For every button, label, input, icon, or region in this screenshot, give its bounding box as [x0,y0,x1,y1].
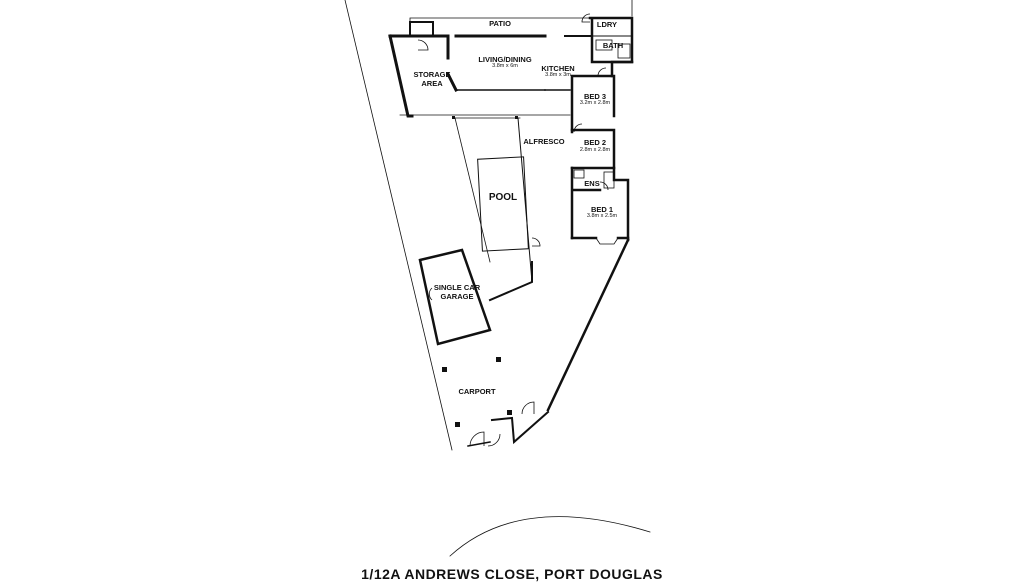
wall-living-west [445,34,459,93]
living-dining-size: 3.8m x 6m [492,63,518,69]
boundary-line-left [344,0,453,451]
door-bed3 [597,67,607,77]
bed2-label: BED 2 [583,138,607,147]
wall-ens [570,166,602,240]
alfresco-east-edge [517,117,533,283]
bed2-size: 2.8m x 2.8m [579,147,611,153]
kitchen-size: 3.8m x 3m [545,72,571,78]
wall-bed1-east [612,166,630,242]
wall-bed3 [570,74,616,134]
bed1-window-bay [595,237,619,245]
living-dining-label: LIVING/DINING [478,55,532,64]
wall-storage-north [409,21,434,37]
door-bed1 [599,181,609,191]
ens-label: ENS [584,179,600,188]
garage-wall [418,248,492,346]
kitchen-label: KITCHEN [541,64,575,73]
wall-east [610,60,634,78]
bed1-label: BED 1 [590,205,614,214]
boundary-line-bottom [449,516,651,557]
carport-post [442,367,447,372]
carport-post [455,422,460,427]
garage-label-line2: GARAGE [440,292,474,301]
storage-label-line2: AREA [421,79,443,88]
garage-link-wall [488,261,533,302]
pool-label: POOL [488,192,518,203]
door-carport-right [487,433,501,447]
bath-label: BATH [602,41,624,50]
ens-vanity [573,169,585,179]
bed1-size: 3.8m x 2.5m [586,213,618,219]
alfresco-west-edge [454,117,491,263]
laundry-tub [595,39,613,51]
bath-fixture [617,43,631,59]
door-carport-east [521,401,535,415]
ens-shower [603,171,615,189]
pool-shape [477,156,529,252]
door-garage [428,287,433,301]
east-boundary-wall [546,238,630,412]
door-ldry [581,13,591,23]
carport-front-wall [490,410,550,445]
garage-label-line1: SINGLE CAR [433,283,481,292]
alfresco-post [515,116,518,119]
bed3-size: 3.2m x 2.8m [579,100,611,106]
door-storage [417,39,429,51]
patio-label: PATIO [489,19,511,28]
wall-storage [388,34,414,118]
wall-bed2 [570,128,616,170]
carport-wall-west [467,441,491,447]
door-alfresco [531,237,541,247]
bed3-label: BED 3 [583,92,607,101]
address-title: 1/12A ANDREWS CLOSE, PORT DOUGLAS [361,566,663,582]
carport-post [507,410,512,415]
storage-label-line1: STORAGE [413,70,451,79]
carport-label: CARPORT [458,387,496,396]
alfresco-post [452,116,455,119]
carport-post [496,357,501,362]
door-bed2 [573,123,583,133]
door-carport-left [469,431,485,447]
ldry-label: LDRY [596,20,618,29]
alfresco-label: ALFRESCO [523,137,565,146]
